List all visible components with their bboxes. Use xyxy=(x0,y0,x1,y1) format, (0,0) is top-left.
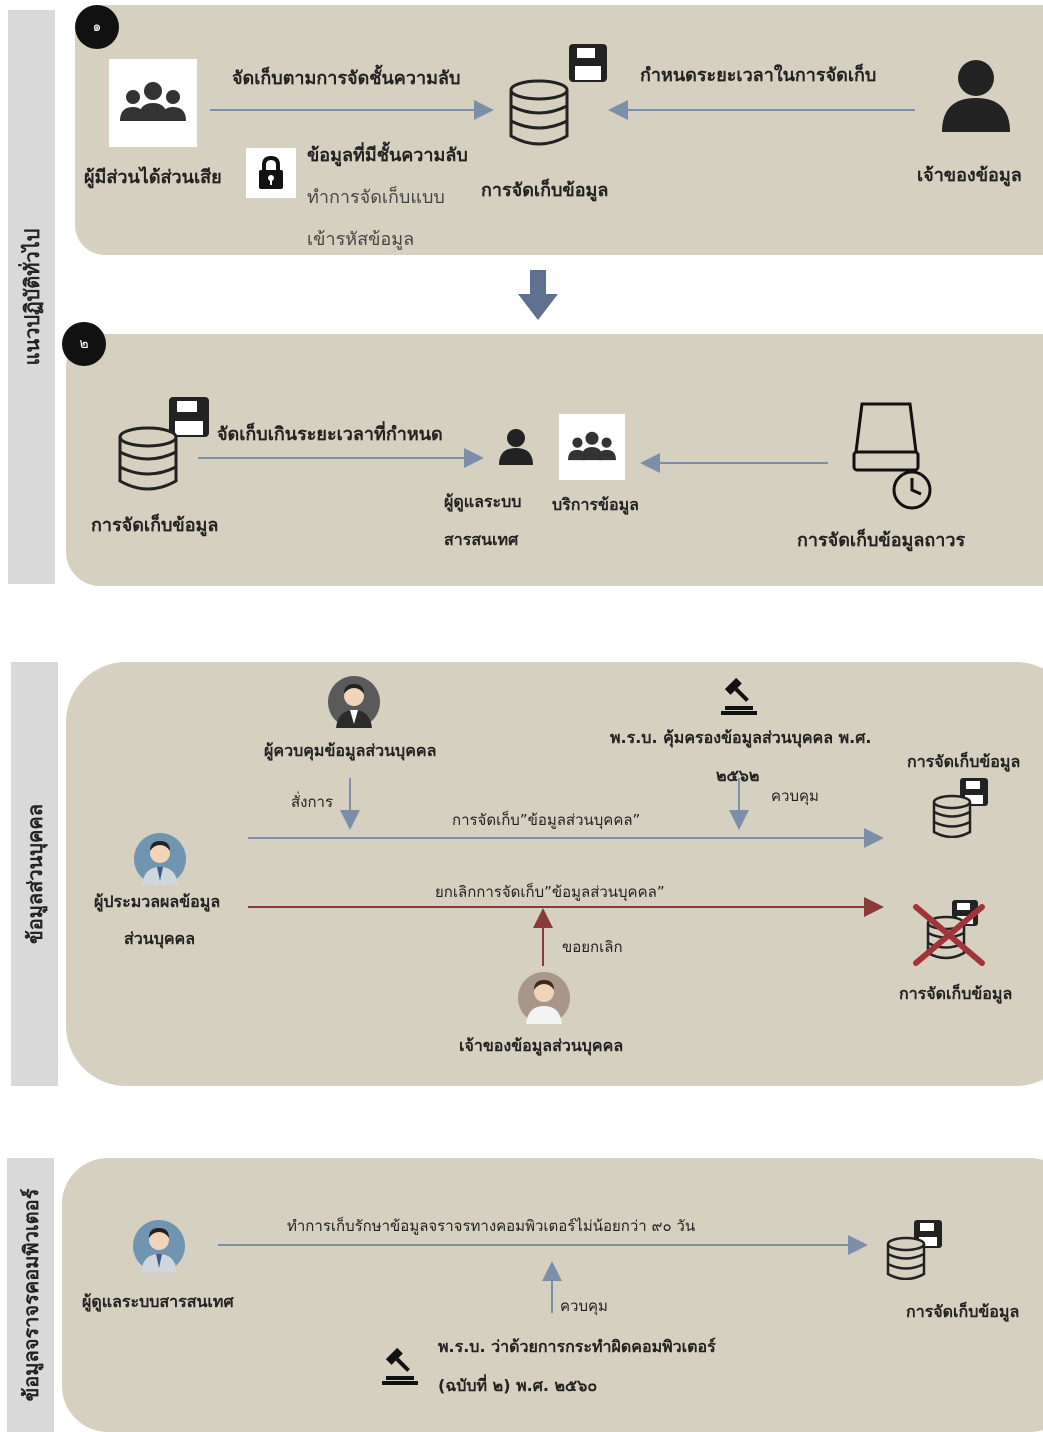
pdpa-law-label-1: พ.ร.บ. คุ้มครองข้อมูลส่วนบุคคล พ.ศ. xyxy=(610,728,872,747)
step-badge-2: ๒ xyxy=(62,322,106,366)
classification-storage-label: จัดเก็บตามการจัดชั้นความลับ xyxy=(232,68,461,89)
storage-label-bottom: การจัดเก็บข้อมูล xyxy=(899,984,1013,1003)
clock-icon xyxy=(892,470,932,510)
storage-label-traffic: การจัดเก็บข้อมูล xyxy=(906,1302,1020,1321)
database-icon xyxy=(118,426,178,491)
data-processor-label-1: ผู้ประมวลผลข้อมูล xyxy=(94,892,221,911)
panel-retention xyxy=(66,334,1043,586)
command-label: สั่งการ xyxy=(291,793,334,811)
database-floppy-icon-3 xyxy=(932,778,988,838)
people-group-icon xyxy=(120,82,186,121)
stakeholders-label: ผู้มีส่วนได้ส่วนเสีย xyxy=(84,167,222,188)
gavel-icon xyxy=(382,1347,418,1385)
cross-icon xyxy=(913,904,985,966)
retention-period-label: กำหนดระยะเวลาในการจัดเก็บ xyxy=(640,65,877,86)
classified-data-title: ข้อมูลที่มีชั้นความลับ xyxy=(307,145,468,166)
down-arrow-icon xyxy=(518,270,558,320)
computer-crime-law-label-1: พ.ร.บ. ว่าด้วยการกระทำผิดคอมพิวเตอร์ xyxy=(438,1337,716,1356)
data-owner-label: เจ้าของข้อมูล xyxy=(917,165,1022,186)
people-group-icon xyxy=(568,431,616,461)
data-subject-avatar-icon xyxy=(518,972,570,1024)
archive-drive-clock-icon xyxy=(852,402,932,510)
person-icon xyxy=(942,60,1010,132)
data-service-icon-box xyxy=(559,414,625,480)
database-floppy-icon-4 xyxy=(886,1220,942,1280)
it-admin-label-1: ผู้ดูแลระบบ xyxy=(444,492,522,511)
step-badge-1: ๑ xyxy=(75,5,119,49)
it-admin-label: ผู้ดูแลระบบสารสนเทศ xyxy=(82,1292,234,1311)
padlock-icon xyxy=(259,156,283,189)
database-icon xyxy=(886,1236,926,1280)
controller-avatar-icon xyxy=(328,676,380,728)
database-icon xyxy=(509,79,569,146)
sidebar-tab-traffic-data: ข้อมูลจราจรคอมพิวเตอร์ xyxy=(7,1158,54,1432)
control-label-traffic: ควบคุม xyxy=(560,1297,608,1315)
hard-drive-icon xyxy=(852,402,920,472)
gavel-icon xyxy=(721,677,757,715)
permanent-storage-label: การจัดเก็บข้อมูลถาวร xyxy=(797,530,966,551)
data-controller-label: ผู้ควบคุมข้อมูลส่วนบุคคล xyxy=(264,741,437,760)
floppy-disk-icon xyxy=(169,397,209,437)
pdpa-law-label-2: ๒๕๖๒ xyxy=(716,766,760,785)
sidebar-tab-personal-data: ข้อมูลส่วนบุคคล xyxy=(11,662,58,1086)
cancel-storage-label: ยกเลิกการจัดเก็บ”ข้อมูลส่วนบุคคล” xyxy=(435,883,665,901)
admin-person-icon xyxy=(499,429,533,465)
request-cancel-label: ขอยกเลิก xyxy=(562,938,623,956)
data-processor-label-2: ส่วนบุคคล xyxy=(124,929,196,948)
data-subject-label: เจ้าของข้อมูลส่วนบุคคล xyxy=(459,1036,624,1055)
storage-label-top: การจัดเก็บข้อมูล xyxy=(907,752,1021,771)
classified-data-desc-2: เข้ารหัสข้อมูล xyxy=(307,229,415,250)
database-floppy-icon xyxy=(509,44,607,146)
computer-crime-law-label-2: (ฉบับที่ ๒) พ.ศ. ๒๕๖๐ xyxy=(438,1376,598,1395)
storage-label-1: การจัดเก็บข้อมูล xyxy=(481,180,609,201)
sidebar-tab-general: แนวปฏิบัติทั่วไป xyxy=(8,10,55,584)
processor-avatar-icon xyxy=(134,833,186,885)
floppy-disk-icon xyxy=(569,44,607,82)
classified-data-desc-1: ทำการจัดเก็บแบบ xyxy=(307,187,445,208)
stakeholders-icon-box xyxy=(109,59,197,147)
traffic-retention-label: ทำการเก็บรักษาข้อมูลจราจรทางคอมพิวเตอร์ไ… xyxy=(287,1217,696,1235)
it-admin-label-2: สารสนเทศ xyxy=(444,530,519,549)
exceed-retention-label: จัดเก็บเกินระยะเวลาที่กำหนด xyxy=(217,424,443,445)
it-admin-avatar-icon xyxy=(133,1220,185,1272)
database-floppy-icon-2 xyxy=(118,397,209,491)
data-service-label: บริการข้อมูล xyxy=(552,495,639,514)
store-personal-data-label: การจัดเก็บ”ข้อมูลส่วนบุคคล” xyxy=(452,811,641,829)
lock-icon-box xyxy=(246,148,296,198)
deleted-storage-icon xyxy=(913,900,985,966)
database-icon xyxy=(932,794,972,838)
control-label: ควบคุม xyxy=(771,787,819,805)
storage-label-2: การจัดเก็บข้อมูล xyxy=(91,515,219,536)
